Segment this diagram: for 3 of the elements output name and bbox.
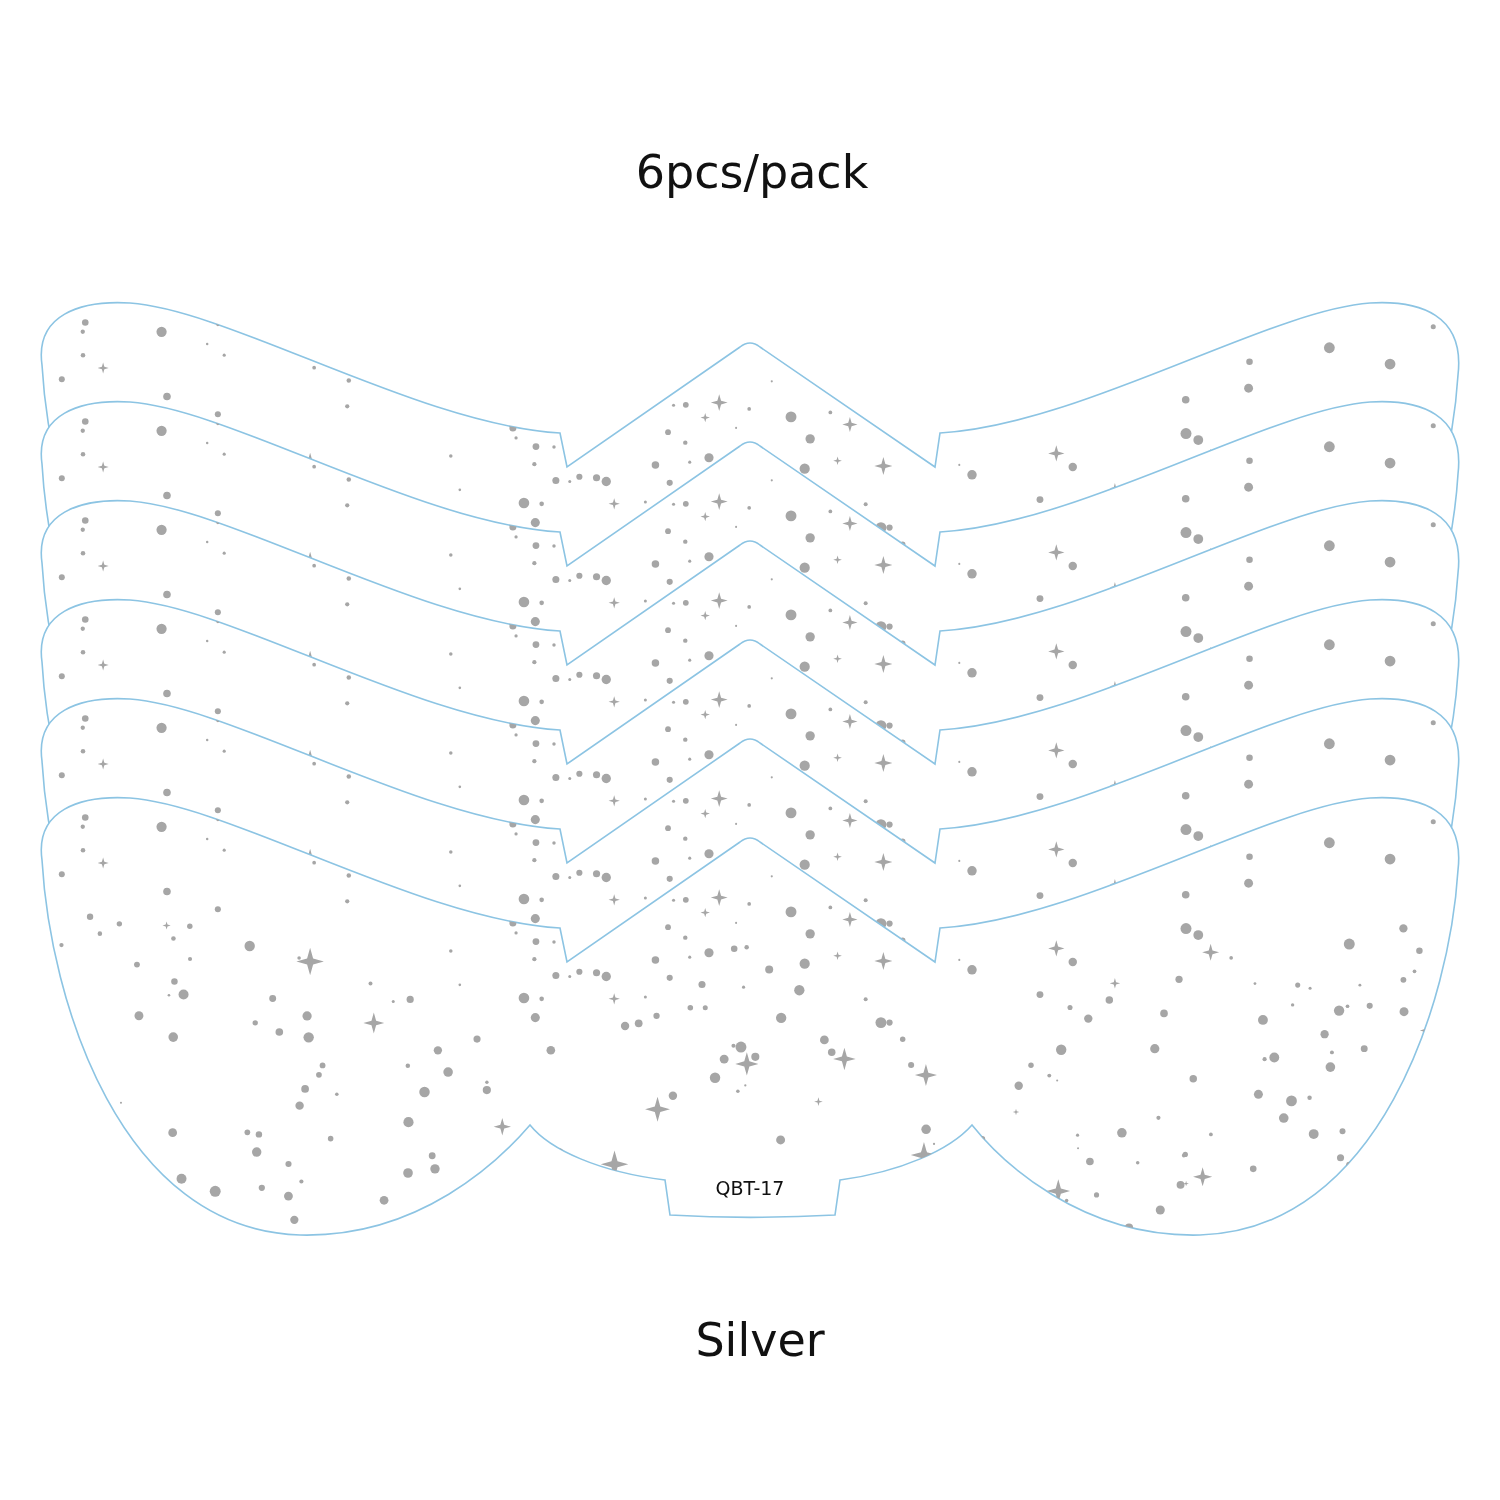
- caption: Silver: [695, 1313, 825, 1367]
- title: 6pcs/pack: [635, 145, 869, 199]
- model-code: QBT-17: [715, 1177, 785, 1199]
